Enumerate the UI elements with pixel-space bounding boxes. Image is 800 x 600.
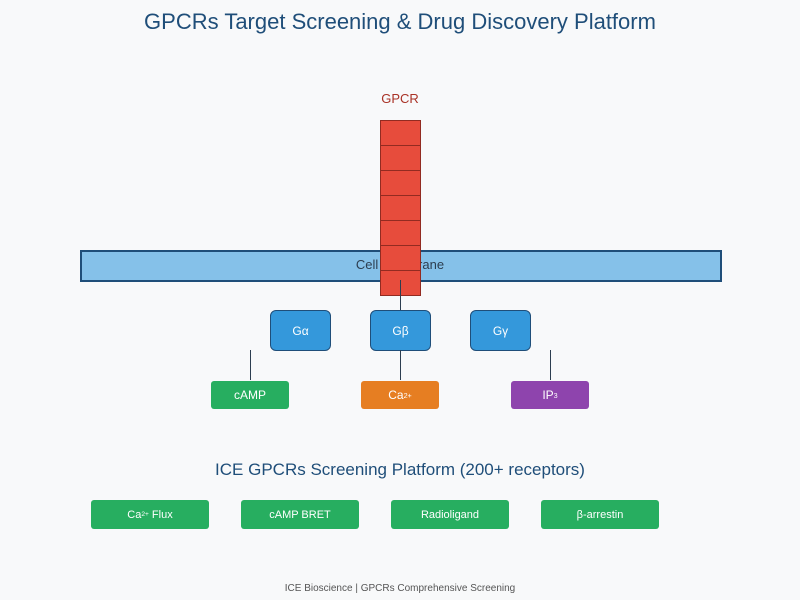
assay-beta-arrestin: β-arrestin xyxy=(541,500,659,529)
ip3-label: IP xyxy=(542,388,554,402)
calcium-label: Ca xyxy=(388,388,404,402)
assay-radioligand: Radioligand xyxy=(391,500,509,529)
camp-connector-line xyxy=(250,350,251,380)
g-alpha-subunit: Gα xyxy=(270,310,331,351)
transmembrane-segment xyxy=(380,170,421,196)
transmembrane-segment xyxy=(380,145,421,171)
assay-label-rest: Flux xyxy=(148,508,173,521)
transmembrane-segment xyxy=(380,120,421,146)
camp-messenger: cAMP xyxy=(211,381,289,409)
diagram-title: GPCRs Target Screening & Drug Discovery … xyxy=(144,9,656,34)
ip3-connector-line xyxy=(550,350,551,380)
assay-label: Ca xyxy=(127,508,142,521)
transmembrane-segment xyxy=(380,220,421,246)
receptor-connector-line xyxy=(400,280,401,310)
camp-label: cAMP xyxy=(233,388,266,402)
transmembrane-segment xyxy=(380,195,421,221)
calcium-charge: 2+ xyxy=(403,390,412,400)
g-beta-subunit: Gβ xyxy=(370,310,431,351)
assay-camp-bret: cAMP BRET xyxy=(241,500,359,529)
transmembrane-segment xyxy=(380,245,421,271)
platform-title: ICE GPCRs Screening Platform (200+ recep… xyxy=(215,460,585,479)
gpcr-label: GPCR xyxy=(381,91,419,106)
g-gamma-subunit: Gγ xyxy=(470,310,531,351)
ip3-subscript: 3 xyxy=(553,390,558,400)
footer: ICE Bioscience | GPCRs Comprehensive Scr… xyxy=(284,583,516,594)
assay-charge: 2+ xyxy=(141,511,149,518)
calcium-connector-line xyxy=(400,350,401,380)
